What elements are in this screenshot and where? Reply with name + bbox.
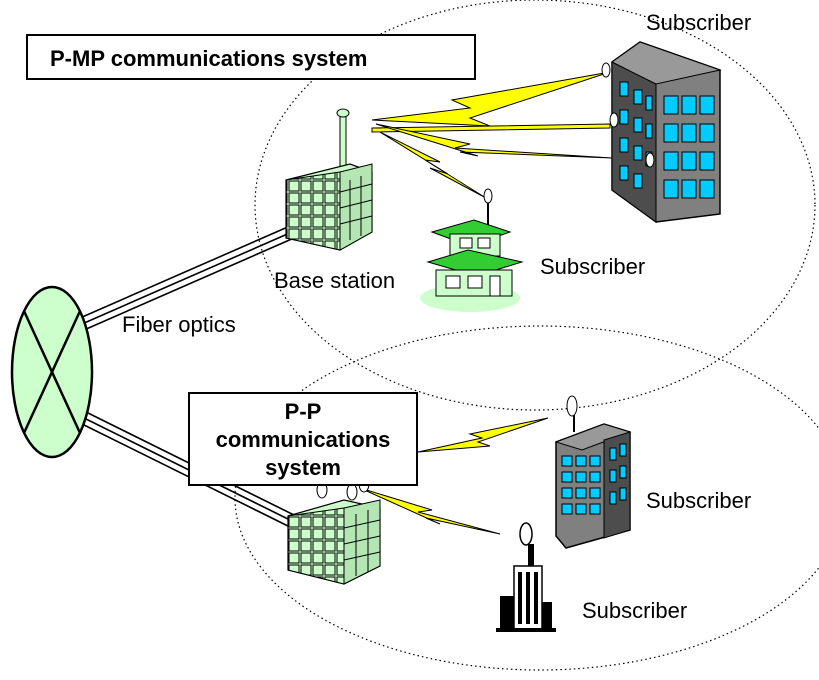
pp-system-title-line-1: P-P bbox=[284, 399, 322, 424]
subscriber-office-building-icon bbox=[601, 41, 722, 223]
subscriber-label-pp-tower: Subscriber bbox=[582, 598, 688, 623]
subscriber-house-icon bbox=[420, 188, 524, 312]
base-station-label: Base station bbox=[274, 268, 396, 293]
pmp-system-title: P-MP communications system bbox=[50, 46, 368, 71]
subscriber-label-pp-building: Subscriber bbox=[646, 488, 752, 513]
fiber-optics-label: Fiber optics bbox=[122, 312, 236, 337]
pp-base-station-building-icon bbox=[287, 475, 381, 585]
fiber-optics-cable-upper bbox=[79, 225, 295, 331]
pp-subscriber-tower-icon bbox=[496, 522, 556, 632]
wireless-link-pp bbox=[359, 417, 549, 535]
pp-system-title-box: P-P communications system bbox=[188, 392, 418, 486]
pp-system-title-line-2: communications bbox=[215, 427, 391, 452]
subscriber-label-top: Subscriber bbox=[646, 10, 752, 35]
pp-subscriber-office-building-icon bbox=[554, 395, 632, 549]
switch-node-icon bbox=[10, 285, 94, 459]
pmp-coverage-area bbox=[254, 0, 816, 411]
base-station-building-icon bbox=[285, 108, 373, 251]
pmp-system-title-box: P-MP communications system bbox=[26, 34, 476, 80]
subscriber-label-house: Subscriber bbox=[540, 254, 646, 279]
pp-system-title-line-3: system bbox=[265, 455, 341, 480]
wireless-link-pmp bbox=[371, 71, 613, 199]
